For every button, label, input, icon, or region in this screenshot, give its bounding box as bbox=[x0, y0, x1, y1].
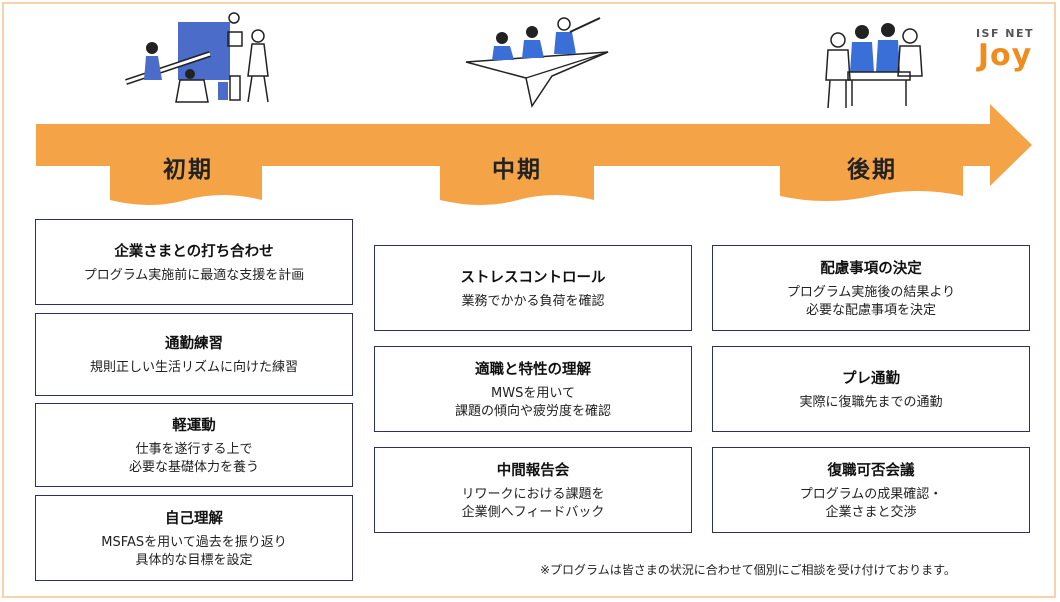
step-title: 中間報告会 bbox=[496, 462, 570, 479]
step-title: 配慮事項の決定 bbox=[820, 260, 922, 277]
step-title: プレ通勤 bbox=[842, 370, 900, 387]
step-description: 規則正しい生活リズムに向けた練習 bbox=[89, 360, 298, 375]
step-card-aptitude: 適職と特性の理解 MWSを用いて 課題の傾向や疲労度を確認 bbox=[374, 346, 692, 432]
step-card-stress-control: ストレスコントロール 業務でかかる負荷を確認 bbox=[374, 245, 692, 331]
paper-plane-team-icon bbox=[465, 17, 609, 108]
step-description: プログラム実施前に最適な支援を計画 bbox=[83, 267, 305, 283]
phase-label-early: 初期 bbox=[163, 157, 213, 183]
phase-label-mid: 中期 bbox=[492, 157, 542, 183]
step-title: 企業さまとの打ち合わせ bbox=[114, 243, 274, 260]
step-title: 自己理解 bbox=[165, 510, 223, 527]
step-card-return-decision: 復職可否会議 プログラムの成果確認・ 企業さまと交渉 bbox=[712, 447, 1030, 533]
footnote: ※プログラムは皆さまの状況に合わせて個別にご相談を受け付けております。 bbox=[540, 563, 956, 577]
step-description: MSFASを用いて過去を振り返り 具体的な目標を設定 bbox=[101, 534, 287, 568]
phase-banner-early bbox=[110, 124, 262, 205]
step-description: リワークにおける課題を 企業側へフィードバック bbox=[461, 486, 605, 520]
step-title: 復職可否会議 bbox=[827, 462, 915, 479]
logo-big-text: Joy bbox=[977, 38, 1033, 73]
step-card-self-understanding: 自己理解 MSFASを用いて過去を振り返り 具体的な目標を設定 bbox=[35, 495, 353, 581]
step-description: プログラム実施後の結果より 必要な配慮事項を決定 bbox=[786, 284, 956, 318]
planning-illustration-icon bbox=[125, 12, 269, 103]
step-description: MWSを用いて 課題の傾向や疲労度を確認 bbox=[454, 385, 611, 419]
step-description: プログラムの成果確認・ 企業さまと交渉 bbox=[799, 486, 943, 520]
step-card-light-exercise: 軽運動 仕事を遂行する上で 必要な基礎体力を養う bbox=[35, 403, 353, 487]
step-description: 業務でかかる負荷を確認 bbox=[461, 293, 605, 309]
step-title: 軽運動 bbox=[172, 417, 216, 434]
logo-small-text: ISF NET bbox=[975, 27, 1035, 40]
step-title: ストレスコントロール bbox=[460, 269, 606, 286]
step-description: 仕事を遂行する上で 必要な基礎体力を養う bbox=[128, 441, 259, 475]
isf-net-joy-logo: ISF NET Joy bbox=[960, 28, 1050, 88]
phase-banner-late bbox=[780, 124, 963, 201]
step-card-meeting: 企業さまとの打ち合わせ プログラム実施前に最適な支援を計画 bbox=[35, 219, 353, 305]
step-card-accommodation: 配慮事項の決定 プログラム実施後の結果より 必要な配慮事項を決定 bbox=[712, 245, 1030, 331]
step-card-interim-report: 中間報告会 リワークにおける課題を 企業側へフィードバック bbox=[374, 447, 692, 533]
team-meeting-illustration-icon bbox=[825, 23, 923, 109]
step-card-pre-commute: プレ通勤 実際に復職先までの通勤 bbox=[712, 346, 1030, 432]
step-title: 適職と特性の理解 bbox=[475, 361, 591, 378]
phase-label-late: 後期 bbox=[847, 157, 897, 183]
step-description: 実際に復職先までの通勤 bbox=[799, 394, 943, 410]
step-card-commute-practice: 通勤練習 規則正しい生活リズムに向けた練習 bbox=[35, 313, 353, 396]
step-title: 通勤練習 bbox=[165, 336, 223, 352]
phase-banner-mid bbox=[440, 124, 594, 205]
